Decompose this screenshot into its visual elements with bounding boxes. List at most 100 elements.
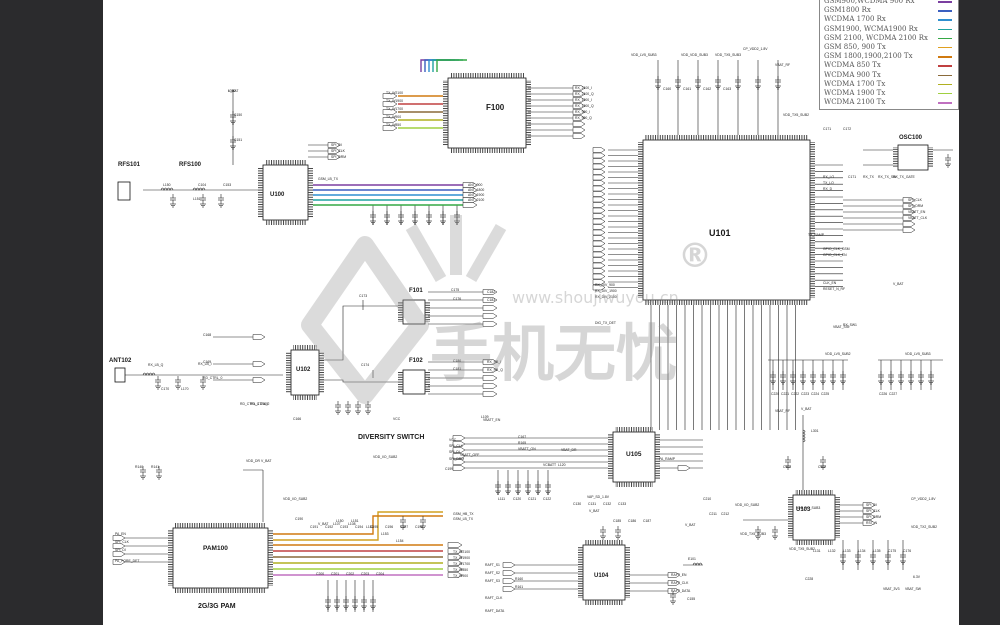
net-port bbox=[382, 117, 398, 123]
rf-schematic: V_BATC150C151SPI_DISPI_CLKSPI_DRMGSM_LB_… bbox=[109, 47, 953, 613]
block-u100-label: U100 bbox=[270, 192, 285, 198]
legend-entry: WCDMA 1700 Rx bbox=[824, 15, 954, 24]
net-port bbox=[447, 554, 463, 560]
block-f101-label: F101 bbox=[409, 288, 423, 294]
net-label: V_BAT bbox=[261, 459, 272, 463]
net-label: C181 bbox=[453, 367, 461, 371]
net-label: L150 bbox=[163, 183, 171, 187]
legend-entry-swatch bbox=[938, 28, 952, 31]
net-label: TX_RAMP bbox=[808, 233, 825, 237]
block-pam100-label: PAM100 bbox=[203, 545, 228, 552]
net-label: C198 bbox=[415, 525, 423, 529]
ic-f100-pins bbox=[450, 148, 524, 153]
net-label: C211 bbox=[709, 512, 717, 516]
net-label: C210 bbox=[703, 497, 711, 501]
ic-pam100-pins bbox=[268, 530, 273, 586]
net-label: C199 bbox=[445, 467, 453, 471]
legend-entry-swatch bbox=[938, 56, 952, 58]
ic-u101-pins bbox=[645, 135, 808, 140]
net-port bbox=[592, 158, 606, 164]
legend-entry-label: GSM 1800,1900,2100 Tx bbox=[824, 52, 913, 61]
net-label: TX_LO bbox=[823, 181, 834, 185]
net-port bbox=[592, 273, 606, 280]
net-label: CLK_EN bbox=[823, 281, 837, 285]
net-label: RAFT_CLK bbox=[671, 581, 689, 585]
ic-u101-pins bbox=[810, 142, 815, 298]
net-label: SPI_DI bbox=[115, 548, 126, 552]
connector-rfs101 bbox=[117, 181, 131, 201]
net-port bbox=[572, 127, 586, 133]
ic-u101 bbox=[642, 139, 811, 301]
net-label: RX_TX_GATE bbox=[893, 175, 916, 179]
net-label: RX_900_Q bbox=[575, 116, 592, 120]
inductor bbox=[692, 562, 703, 566]
net-label: C171 bbox=[823, 127, 831, 131]
net-label: RX_LB_I bbox=[198, 362, 212, 366]
net-label: RX_1900_I bbox=[575, 98, 592, 102]
ic-u104-pins bbox=[585, 540, 623, 545]
legend-entry-label: GSM900,WCDMA 900 Rx bbox=[824, 0, 915, 5]
block-osc100-label: OSC100 bbox=[899, 135, 923, 141]
net-label: SPI_DRM bbox=[449, 457, 464, 461]
legend-entry-swatch bbox=[938, 37, 952, 40]
net-label: C220 bbox=[771, 392, 779, 396]
net-label: C167 bbox=[518, 435, 526, 439]
net-label: VDD_DR bbox=[246, 459, 260, 463]
ic-u103-pins bbox=[835, 497, 840, 538]
net-label: TX_W900 bbox=[386, 115, 401, 119]
net-label: C150 bbox=[234, 113, 242, 117]
ic-f100-pins bbox=[450, 73, 524, 78]
net-label: CP_VDD2_1.8V bbox=[743, 47, 768, 51]
legend-entry-label: GSM1900, WCMA1900 Rx bbox=[824, 24, 918, 33]
net-label: C153 bbox=[223, 183, 231, 187]
block-rfs101-label: RFS101 bbox=[118, 162, 141, 168]
net-port bbox=[252, 361, 266, 367]
net-label: VBATT_EN bbox=[908, 210, 926, 214]
net-label: 6.3V bbox=[913, 575, 921, 579]
legend-entry: WCDMA 2100 Tx bbox=[824, 98, 954, 107]
net-label: C168 bbox=[203, 333, 211, 337]
ic-u101-pins bbox=[638, 142, 643, 298]
net-label: C194 bbox=[355, 525, 363, 529]
legend-entry-swatch bbox=[938, 74, 952, 76]
net-label: VBATT_ON bbox=[518, 447, 536, 451]
net-label: VBAT_DR bbox=[561, 448, 577, 452]
inductor bbox=[142, 372, 156, 376]
net-port bbox=[112, 535, 126, 541]
net-port bbox=[452, 453, 466, 459]
net-port bbox=[452, 465, 466, 471]
net-label: L170 bbox=[181, 387, 189, 391]
net-label: L131 bbox=[813, 549, 821, 553]
net-label: SPI_CLK bbox=[115, 540, 130, 544]
net-label: VAP_SD_1.8V bbox=[587, 495, 610, 499]
legend-entry-label: GSM 850, 900 Tx bbox=[824, 42, 886, 51]
net-label: ANT_2100 bbox=[468, 198, 484, 202]
net-label: C190 bbox=[295, 517, 303, 521]
net-label: RX_LB_Q bbox=[148, 363, 164, 367]
net-port bbox=[462, 187, 478, 193]
legend-entry-swatch bbox=[938, 83, 952, 86]
net-label: SPI_DRM bbox=[908, 204, 923, 208]
net-label: C169 bbox=[203, 360, 211, 364]
net-label: C165 bbox=[260, 402, 268, 406]
net-label: RAFT_EN bbox=[671, 573, 687, 577]
legend-entry-label: WCDMA 850 Tx bbox=[824, 61, 881, 70]
antenna-ant102 bbox=[114, 367, 126, 383]
net-port bbox=[592, 229, 606, 236]
net-port bbox=[462, 197, 478, 203]
net-label: VBATT_EN bbox=[483, 418, 501, 422]
net-label: TX_W2100 bbox=[386, 91, 403, 95]
ic-u103-pins bbox=[795, 490, 833, 495]
net-label: VDD_VDD_SUB3 bbox=[681, 53, 708, 57]
net-label: RAFT_S1 bbox=[485, 563, 500, 567]
net-label: VCC bbox=[449, 438, 457, 442]
net-label: C132 bbox=[603, 502, 611, 506]
net-label: C187 bbox=[643, 519, 651, 523]
net-port bbox=[592, 246, 606, 252]
net-label: VBATT_CLK bbox=[908, 216, 928, 220]
net-label: VBAT_RF bbox=[775, 409, 790, 413]
net-label: C202 bbox=[346, 572, 354, 576]
net-label: TX_W1700 bbox=[386, 107, 403, 111]
net-label: CP_VDD2_1.8V bbox=[911, 497, 936, 501]
net-label: R161 bbox=[515, 585, 523, 589]
